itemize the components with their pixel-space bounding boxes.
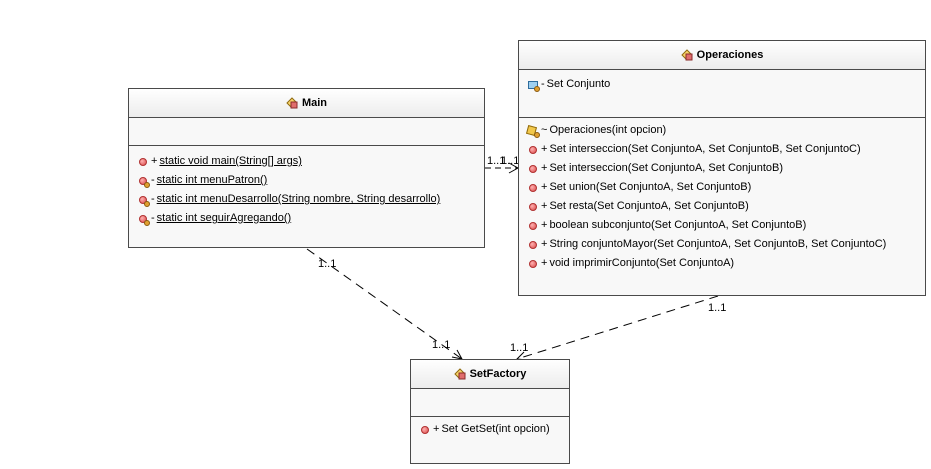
operation-row[interactable]: + Set union(Set ConjuntoA, Set ConjuntoB… [527, 178, 925, 197]
public-method-icon [527, 239, 539, 251]
operation-row[interactable]: - static int menuDesarrollo(String nombr… [137, 190, 484, 209]
operation-row[interactable]: - static int menuPatron() [137, 171, 484, 190]
class-main-operations: + static void main(String[] args) - stat… [129, 146, 484, 232]
operation-text: void imprimirConjunto(Set ConjuntoA) [549, 257, 735, 269]
public-method-icon [527, 201, 539, 213]
operation-text: String conjuntoMayor(Set ConjuntoA, Set … [549, 238, 887, 250]
public-method-icon [527, 182, 539, 194]
operation-row[interactable]: + boolean subconjunto(Set ConjuntoA, Set… [527, 216, 925, 235]
operation-row[interactable]: + void imprimirConjunto(Set ConjuntoA) [527, 254, 925, 273]
class-operaciones[interactable]: Operaciones - Set Conjunto ~ Operaciones… [518, 40, 926, 296]
operation-row[interactable]: - static int seguirAgregando() [137, 209, 484, 228]
operation-text: static void main(String[] args) [159, 155, 302, 167]
multiplicity-operaciones-setfactory-source: 1..1 [708, 302, 727, 314]
public-method-icon [527, 258, 539, 270]
operation-text: static int seguirAgregando() [156, 212, 292, 224]
operation-text: Operaciones(int opcion) [549, 124, 667, 136]
public-method-icon [527, 144, 539, 156]
class-main-attributes [129, 118, 484, 146]
multiplicity-operaciones-setfactory-target: 1..1 [510, 342, 529, 354]
public-method-icon [527, 163, 539, 175]
operation-row[interactable]: + Set interseccion(Set ConjuntoA, Set Co… [527, 159, 925, 178]
class-operaciones-header: Operaciones [519, 41, 925, 70]
private-method-icon [137, 194, 150, 207]
operation-row[interactable]: + String conjuntoMayor(Set ConjuntoA, Se… [527, 235, 925, 254]
operation-row[interactable]: + Set GetSet(int opcion) [419, 420, 569, 439]
operation-text: static int menuDesarrollo(String nombre,… [156, 193, 441, 205]
constructor-icon [525, 124, 540, 138]
class-operaciones-operations: ~ Operaciones(int opcion) + Set intersec… [519, 118, 925, 277]
multiplicity-main-setfactory-target: 1..1 [432, 339, 451, 351]
class-operaciones-attributes: - Set Conjunto [519, 70, 925, 118]
operation-row[interactable]: + Set interseccion(Set ConjuntoA, Set Co… [527, 140, 925, 159]
operation-text: Set resta(Set ConjuntoA, Set ConjuntoB) [549, 200, 749, 212]
public-method-icon [137, 156, 149, 168]
dependency-operaciones-setfactory [516, 295, 719, 360]
operation-text: boolean subconjunto(Set ConjuntoA, Set C… [549, 219, 807, 231]
attribute-row[interactable]: - Set Conjunto [527, 75, 925, 94]
class-icon [453, 368, 466, 380]
class-icon [680, 49, 693, 61]
class-main[interactable]: Main + static void main(String[] args) -… [128, 88, 485, 248]
class-setfactory-name: SetFactory [469, 368, 527, 380]
multiplicity-main-operaciones-source: 1..1 [487, 155, 506, 167]
operation-row[interactable]: + static void main(String[] args) [137, 152, 484, 171]
dependency-main-setfactory [306, 248, 463, 360]
operation-row[interactable]: + Set resta(Set ConjuntoA, Set ConjuntoB… [527, 197, 925, 216]
class-main-header: Main [129, 89, 484, 118]
private-field-icon [527, 79, 540, 92]
operation-text: Set interseccion(Set ConjuntoA, Set Conj… [549, 143, 861, 155]
operation-row[interactable]: ~ Operaciones(int opcion) [525, 121, 925, 140]
class-setfactory-attributes [411, 389, 569, 417]
class-setfactory-operations: + Set GetSet(int opcion) [411, 417, 569, 443]
private-method-icon [137, 175, 150, 188]
multiplicity-main-setfactory-source: 1..1 [318, 258, 337, 270]
attribute-text: Set Conjunto [546, 78, 611, 90]
class-icon [286, 97, 298, 109]
public-method-icon [527, 220, 539, 232]
private-method-icon [137, 213, 150, 226]
operation-text: Set GetSet(int opcion) [441, 423, 550, 435]
class-operaciones-name: Operaciones [696, 49, 764, 61]
operation-text: static int menuPatron() [156, 174, 268, 186]
class-main-name: Main [301, 97, 328, 109]
operation-text: Set union(Set ConjuntoA, Set ConjuntoB) [549, 181, 752, 193]
public-method-icon [419, 424, 431, 436]
multiplicity-main-operaciones-target: 1..1 [501, 155, 520, 167]
class-setfactory-header: SetFactory [411, 360, 569, 389]
operation-text: Set interseccion(Set ConjuntoA, Set Conj… [549, 162, 784, 174]
class-setfactory[interactable]: SetFactory + Set GetSet(int opcion) [410, 359, 570, 464]
